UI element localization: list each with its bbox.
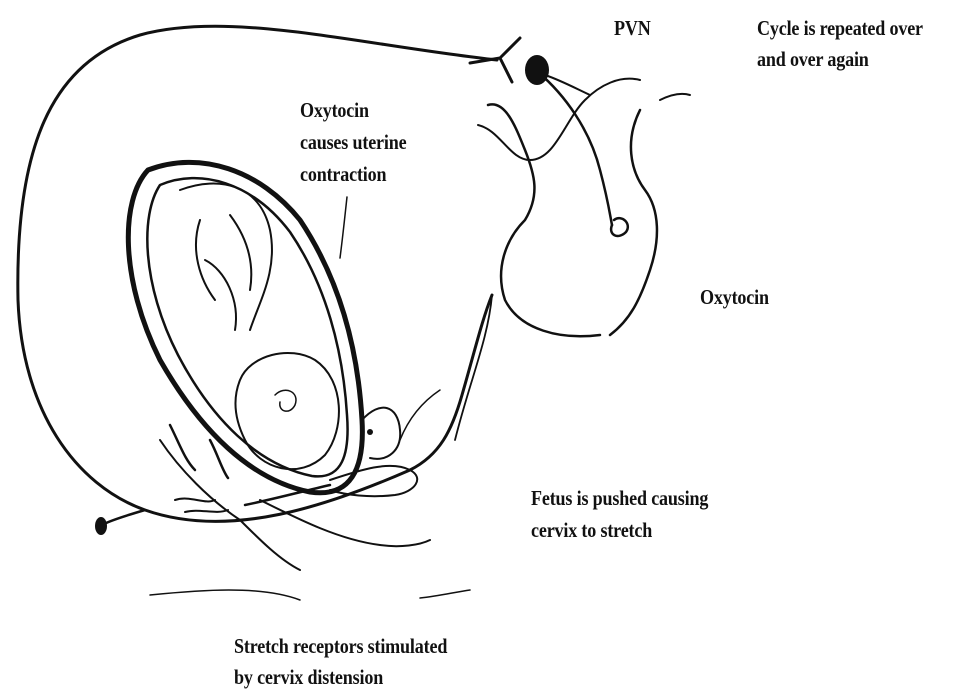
lower-back-line [400,390,440,440]
loop-tail [104,510,145,524]
uterus-inner-wall [147,178,347,476]
pelvis-bone [170,425,228,478]
pvn-neuron-dot [525,55,549,85]
stretch-receptors-label-line2: by cervix distension [234,663,383,692]
hypothalamus-inner [478,79,640,160]
lower-abdomen [150,590,470,600]
oxytocin-release-label: Oxytocin [700,283,769,312]
pvn-axon [538,72,612,225]
oxytocin-action-label-line3: contraction [300,160,386,189]
pelvic-floor [160,440,430,570]
hypothalamus-outline [488,104,600,336]
pituitary-outline [610,110,657,335]
fetus-limb [196,215,251,300]
cycle-repeat-label-line2: and over again [757,45,869,74]
fetus-back [180,183,272,330]
fetus-pushed-label-line2: cervix to stretch [531,516,652,545]
feedback-loop-line [18,26,497,521]
brain-ridge [660,94,690,100]
nerve-fork [470,38,520,82]
pvn-label: PVN [614,14,651,43]
fetus-pushed-label-line1: Fetus is pushed causing [531,484,708,513]
cycle-repeat-label-line1: Cycle is repeated over [757,14,923,43]
body-outline-right [455,295,492,440]
fetus-arm [205,260,236,330]
stretch-receptors-label-line1: Stretch receptors stimulated [234,632,447,661]
axon-terminal [611,218,628,236]
cervix-marker-dot [367,429,373,435]
oxytocin-action-label-line1: Oxytocin [300,96,369,125]
fetus-ear [275,390,296,411]
oxytocin-action-label-line2: causes uterine [300,128,406,157]
cervix-lines [330,466,417,496]
oxytocin-pointer [340,197,347,258]
receptor-dot [95,517,107,535]
